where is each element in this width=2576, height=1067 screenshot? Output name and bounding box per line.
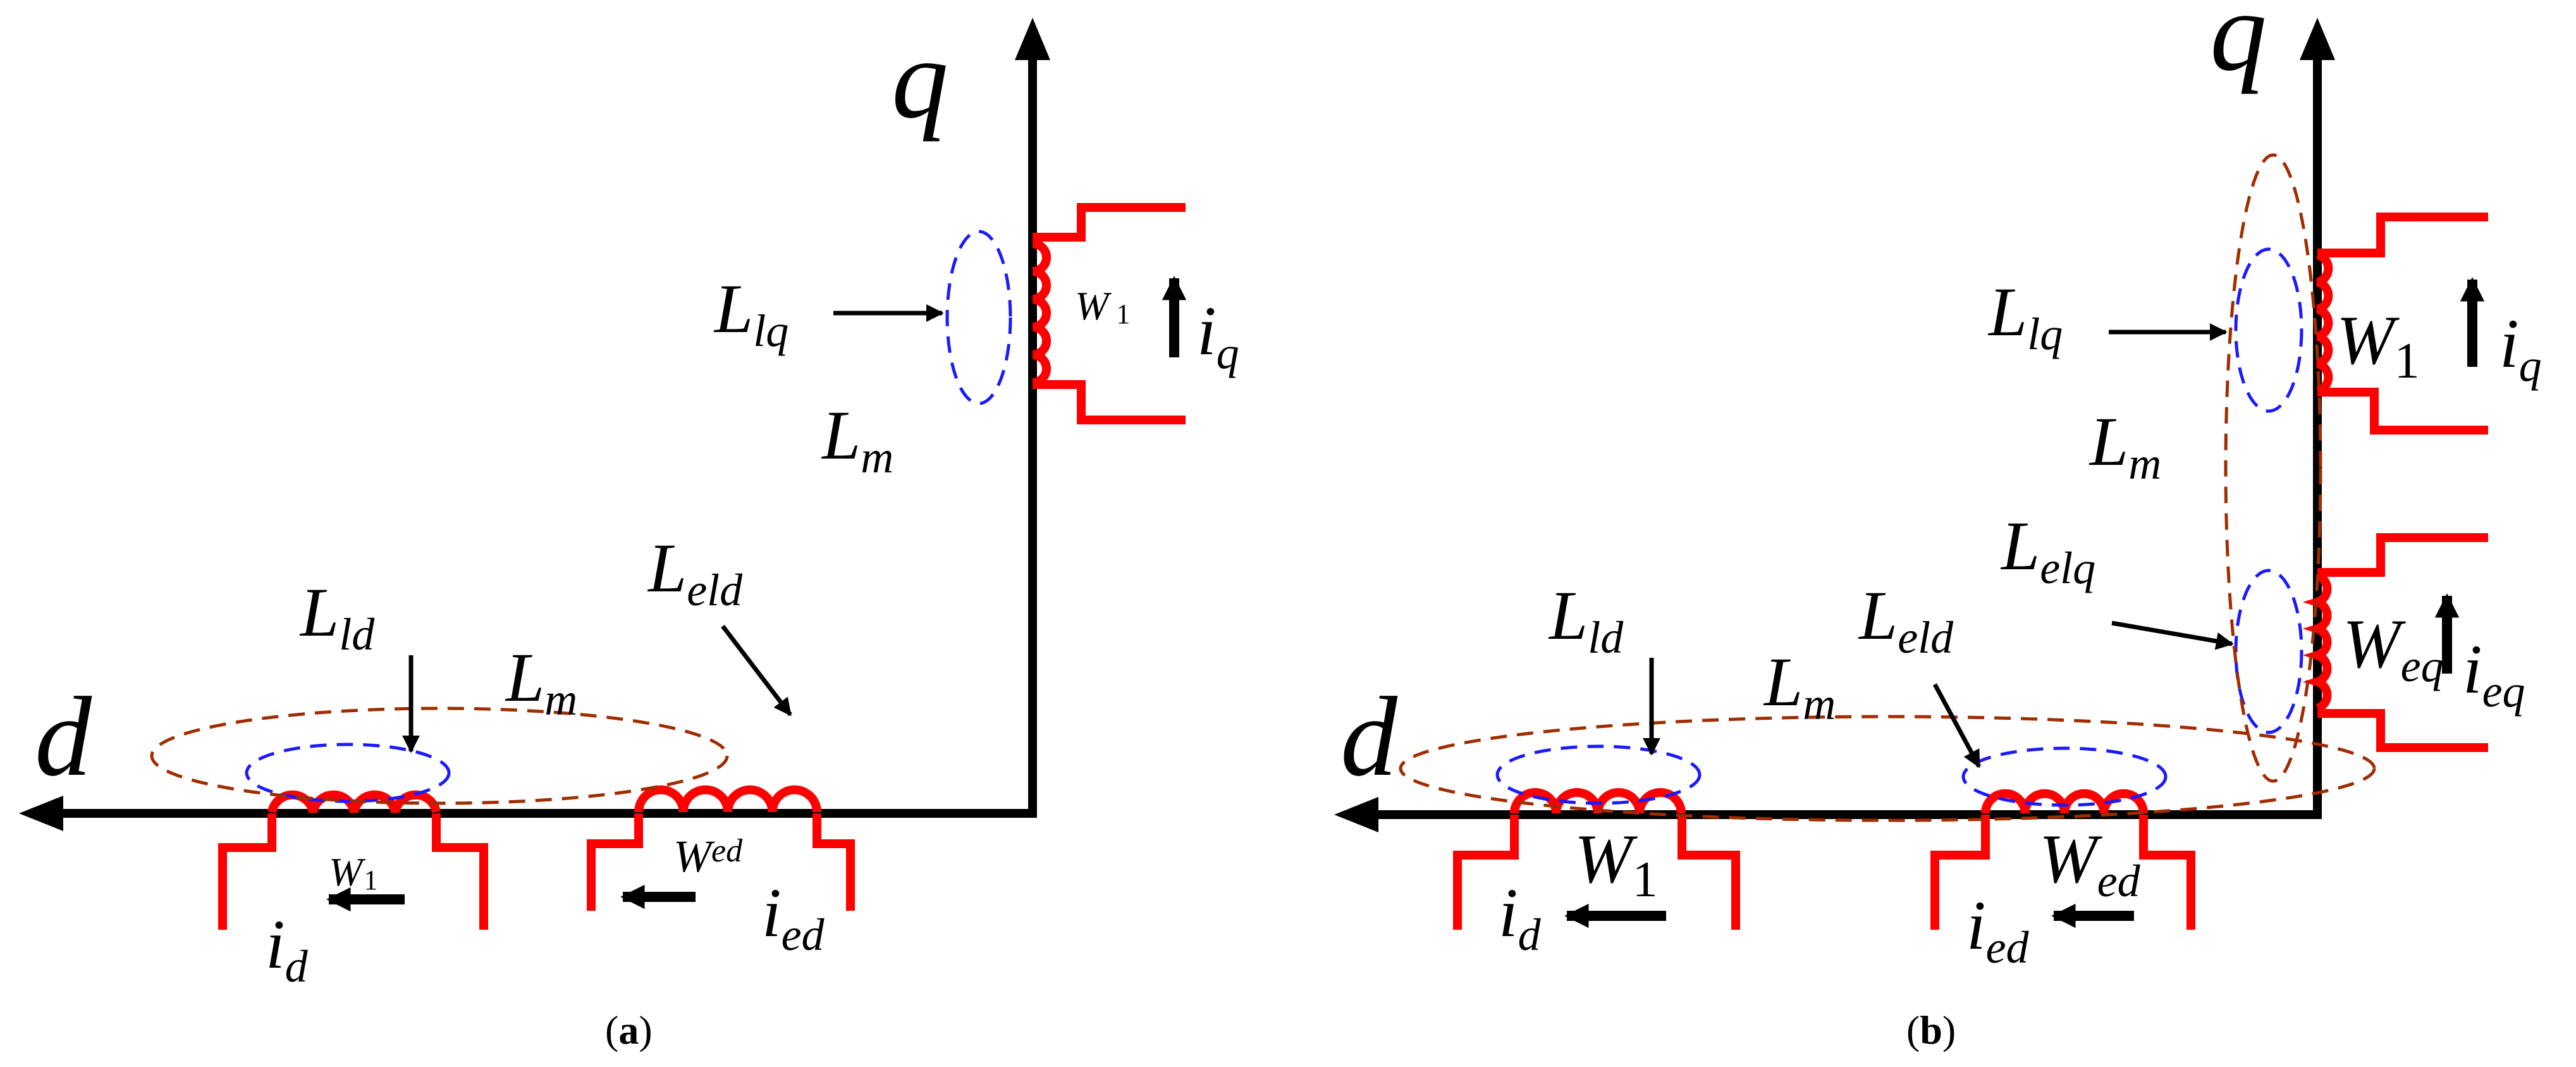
d-axis-arrowhead-b	[1334, 797, 1378, 832]
magnetizing-boundary-q-b	[2224, 153, 2322, 783]
label-i-d-a: id	[266, 906, 309, 992]
q-winding-weq-leads-b	[2317, 533, 2488, 752]
q-axis-arrowhead-a	[1015, 18, 1050, 60]
label-i-q-b: iq	[2499, 305, 2542, 391]
leader-eld-a	[721, 624, 792, 717]
label-L-ld-b: Lld	[1548, 577, 1624, 663]
q-winding-w1-coil-b	[2315, 250, 2333, 395]
q-winding-w1-leads-b	[2317, 213, 2488, 435]
axis-label-q-b: q	[2210, 0, 2267, 94]
leakage-boundary-lq-a	[945, 230, 1012, 405]
caption-b: (b)	[1906, 1008, 1956, 1052]
axis-label-d-b: d	[1340, 674, 1398, 799]
label-L-elq-b: Lelq	[2000, 507, 2095, 593]
label-i-d-b: id	[1499, 874, 1542, 960]
d-winding-wed-coil-a	[634, 785, 821, 813]
label-L-lq-a: Llq	[713, 270, 788, 356]
d-winding-wed-leads-b	[1930, 815, 2195, 930]
leakage-boundary-ld-b	[1495, 744, 1702, 805]
magnetizing-boundary-a	[150, 706, 729, 805]
panel-b: q d Llq Lm Lelq Lld Leld Lm W1 iq Weq ie…	[1334, 0, 2542, 1052]
label-W1-d-b: W1	[1574, 820, 1658, 908]
label-L-eld-b: Leld	[1858, 577, 1954, 663]
q-winding-coil-a	[1032, 239, 1051, 387]
label-L-ld-a: Lld	[299, 574, 375, 660]
label-L-m-upper-a: Lm	[821, 397, 893, 483]
d-winding-w1-coil-b	[1510, 788, 1686, 814]
d-winding-wed-coil-b	[1981, 789, 2148, 814]
q-axis-arrowhead-b	[2300, 18, 2335, 60]
label-W-eq-b: Weq	[2343, 605, 2444, 691]
d-winding-w1-leads-b	[1453, 815, 1740, 930]
q-winding-leads-a	[1033, 203, 1186, 424]
label-W-ed-b: Wed	[2039, 820, 2141, 906]
label-W1-d-a: W1	[329, 849, 377, 896]
caption-a: (a)	[605, 1008, 653, 1052]
label-W-ed-a: Wed	[673, 831, 743, 882]
q-winding-weq-coil-b	[2302, 571, 2332, 713]
label-L-eld-a: Leld	[647, 529, 743, 615]
axis-label-d-a: d	[35, 674, 92, 799]
label-W1-q-b: W1	[2336, 302, 2420, 389]
leader-eld-b	[1932, 683, 1982, 768]
label-i-eq-b: ieq	[2463, 631, 2525, 717]
label-L-lq-b: Llq	[1987, 273, 2063, 359]
label-L-m-lower-b: Lm	[1763, 643, 1836, 729]
label-L-m-lower-a: Lm	[505, 639, 577, 725]
d-axis-arrowhead-a	[19, 796, 63, 831]
leakage-boundary-eld-b	[1961, 746, 2168, 807]
label-i-q-a: iq	[1197, 292, 1239, 378]
d-winding-w1-leads-a	[218, 813, 488, 930]
label-i-ed-a: ied	[762, 874, 825, 960]
label-L-m-upper-b: Lm	[2088, 403, 2161, 489]
d-winding-wed-leads-a	[587, 813, 855, 911]
magnetizing-boundary-d-b	[1399, 715, 2376, 822]
leakage-boundary-ld-a	[245, 743, 451, 803]
leakage-boundary-elq-b	[2234, 569, 2303, 734]
axis-label-q-a: q	[892, 16, 948, 142]
leakage-boundary-lq-b	[2234, 247, 2303, 413]
label-i-ed-b: ied	[1966, 887, 2030, 973]
leader-elq-b	[2111, 620, 2234, 650]
